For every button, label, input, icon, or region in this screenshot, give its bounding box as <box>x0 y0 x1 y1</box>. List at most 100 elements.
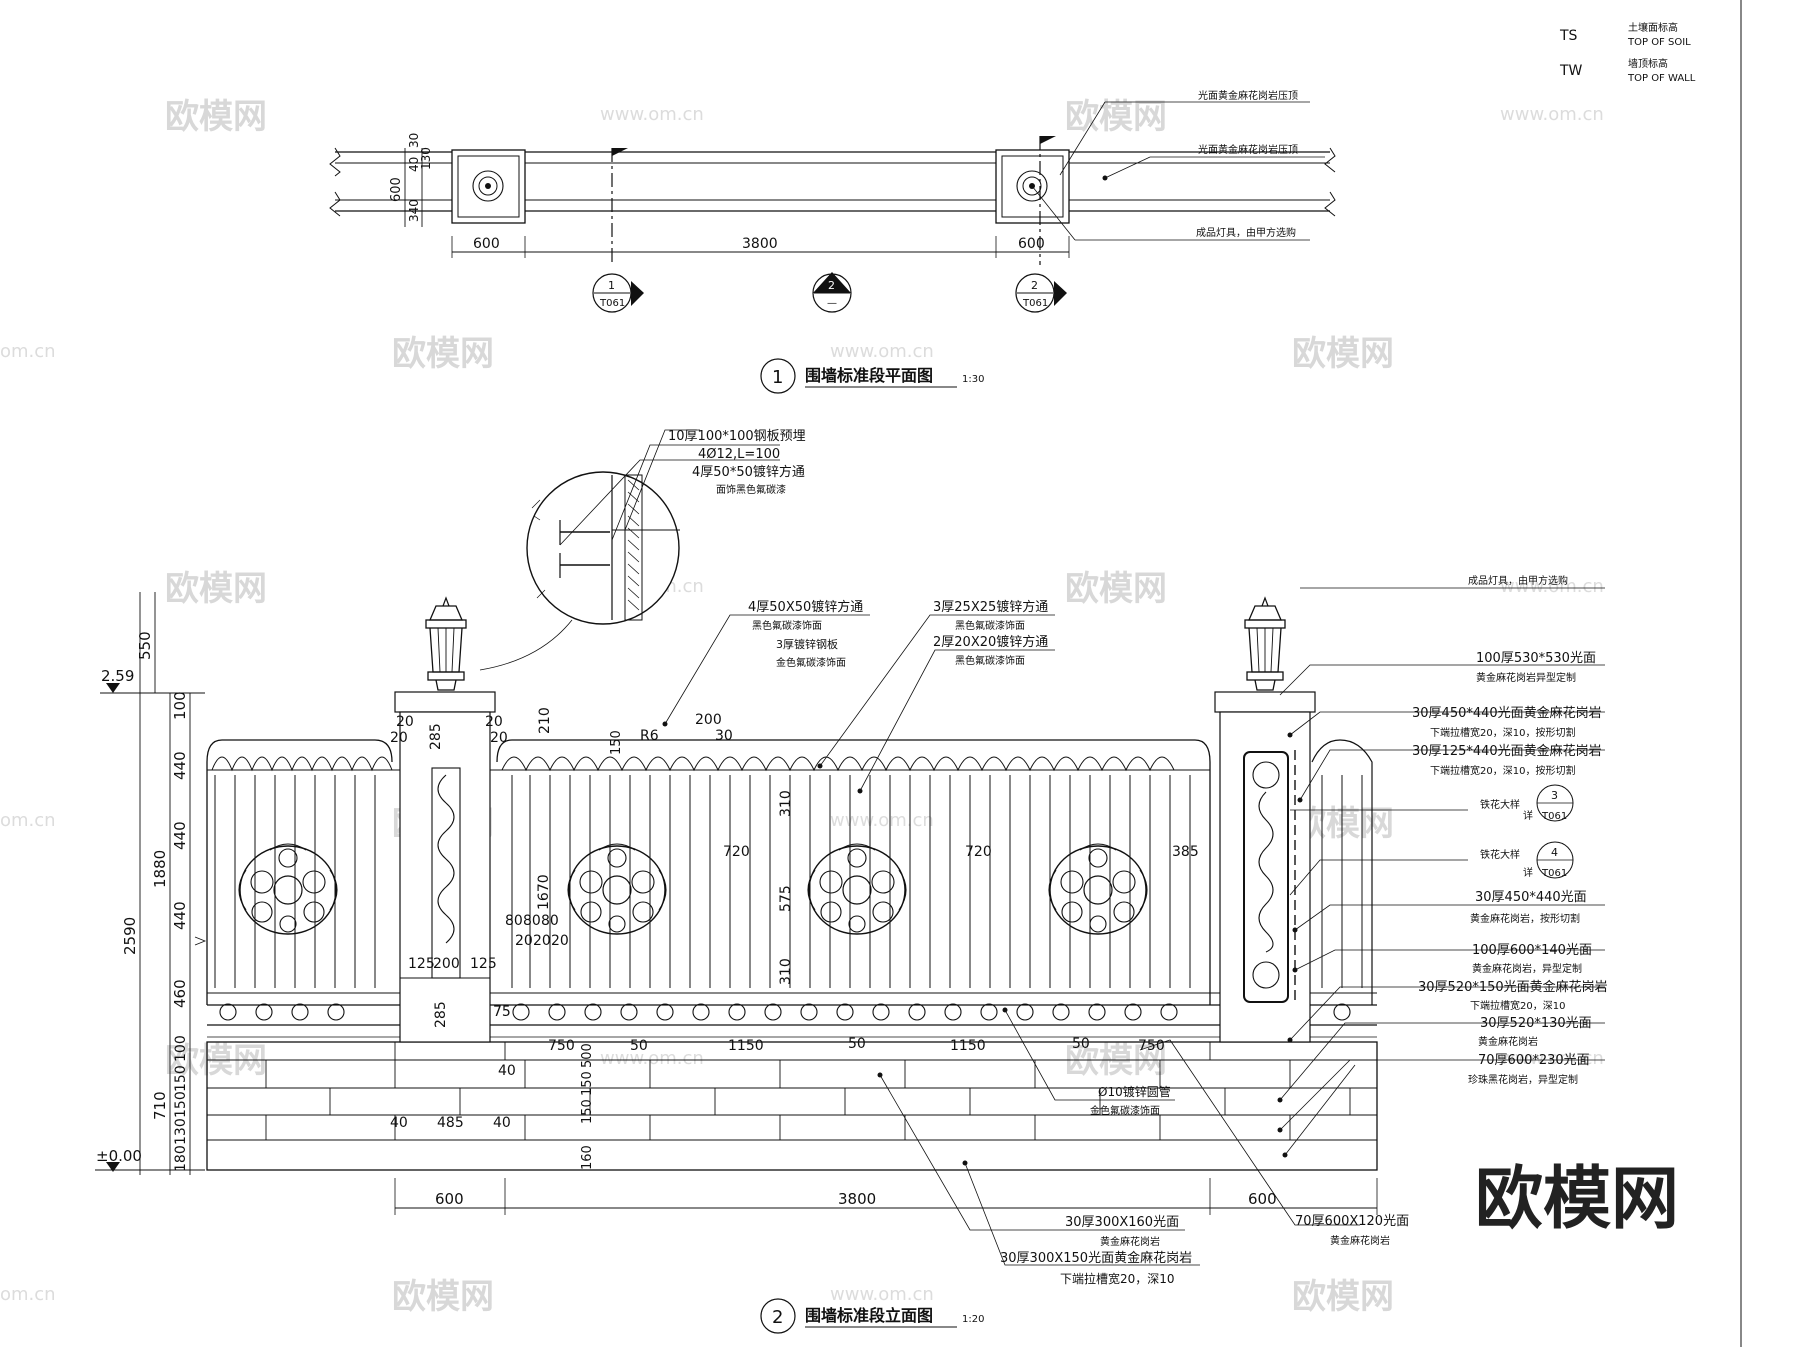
plan-title: 1 围墙标准段平面图 1:30 <box>760 358 984 394</box>
plan-view: 600 3800 600 600 40 130 340 30 光面黄金麻花岗岩压… <box>329 89 1336 394</box>
drawing-label: 160 <box>580 1145 595 1170</box>
elevation-title: 2 围墙标准段立面图 1:20 <box>760 1298 984 1334</box>
drawing-label: 310 <box>778 790 794 817</box>
drawing-label: 1150 <box>728 1038 764 1054</box>
drawing-label: 4厚50X50镀锌方通 <box>748 599 863 615</box>
drawing-label: 黄金麻花岗岩异型定制 <box>1476 671 1576 684</box>
plan-callout-lamp: 成品灯具，由甲方选购 <box>1196 226 1296 239</box>
drawing-label: 80 <box>541 913 559 929</box>
watermark-logo: 欧模网 <box>1292 334 1394 374</box>
dim-100: 100 <box>171 691 189 720</box>
drawing-label: 125 <box>408 956 435 972</box>
drawing-label: ±0.00 <box>96 1147 142 1165</box>
elevation-callouts-top: 4厚50X50镀锌方通 黑色氟碳漆饰面 3厚镀锌钢板 金色氟碳漆饰面 3厚25X… <box>662 599 1055 794</box>
drawing-label: 70厚600X120光面 <box>1295 1214 1409 1229</box>
drawing-label: — <box>827 298 837 309</box>
plan-dim-600-vertical: 600 <box>389 177 404 202</box>
drawing-label: 1 <box>772 367 783 388</box>
drawing-label: 20 <box>396 714 414 730</box>
drawing-label: 铁花大样 <box>1480 848 1520 861</box>
drawing-label: 125 <box>470 956 497 972</box>
drawing-label: 成品灯具，由甲方选购 <box>1468 574 1568 587</box>
dim-440: 440 <box>171 821 189 850</box>
watermark-url: www.om.cn <box>1500 104 1604 125</box>
drawing-label: 30厚125*440光面黄金麻花岗岩 <box>1412 743 1602 759</box>
dim-1880: 1880 <box>151 850 169 888</box>
detail-label-finish: 面饰黑色氟碳漆 <box>716 483 786 496</box>
drawing-label: T061 <box>1022 298 1048 309</box>
watermark-url: www.om.cn <box>1500 576 1604 597</box>
dim-3800: 3800 <box>838 1190 876 1208</box>
drawing-label: 385 <box>1172 844 1199 860</box>
watermark-logo: 欧模网 <box>1065 569 1167 609</box>
drawing-label: 3厚镀锌钢板 <box>776 637 838 651</box>
drawing-label: 50 <box>848 1036 866 1052</box>
fence-right-segment <box>1311 739 1373 1005</box>
drawing-label: 210 <box>537 707 553 734</box>
drawing-label: 200 <box>433 956 460 972</box>
drawing-label: 20 <box>533 933 551 949</box>
drawing-label: 150 <box>580 1099 595 1124</box>
watermark-logo: 欧模网 <box>165 97 267 137</box>
drawing-label: 黄金麻花岗岩 <box>1100 1235 1160 1248</box>
dim-130: 130 <box>173 1118 189 1145</box>
legend-code-ts: TS <box>1559 28 1578 44</box>
drawing-label: 2.59 <box>101 667 134 685</box>
detail-circle: 10厚100*100钢板预埋 4Ø12,L=100 4厚50*50镀锌方通 面饰… <box>479 429 806 671</box>
drawing-label: 310 <box>778 958 794 985</box>
drawing-label: 黄金麻花岗岩，异型定制 <box>1472 962 1582 975</box>
drawing-label: 1670 <box>536 874 552 910</box>
plan-dim-stack: 30 <box>407 133 421 148</box>
drawing-label: 黑色氟碳漆饰面 <box>955 619 1025 632</box>
dim-150: 150 <box>173 1091 189 1118</box>
plan-dim-600-right: 600 <box>1018 236 1045 252</box>
drawing-label: 20 <box>485 714 503 730</box>
dim-460: 460 <box>171 979 189 1008</box>
plan-callout-coping-1: 光面黄金麻花岗岩压顶 <box>1198 89 1298 102</box>
drawing-label: 20 <box>490 730 508 746</box>
drawing-label: 30厚520*130光面 <box>1480 1016 1592 1031</box>
drawing-label: 30厚450*440光面 <box>1475 890 1587 905</box>
dim-180: 180 <box>173 1145 189 1172</box>
drawing-label: 200 <box>695 712 722 728</box>
drawing-label: 40 <box>390 1115 408 1131</box>
drawing-label: 下端拉槽宽20，深10 <box>1470 999 1565 1012</box>
drawing-label: 500 <box>580 1043 595 1068</box>
watermark-logo: 欧模网 <box>392 1277 494 1317</box>
drawing-label: 黑色氟碳漆饰面 <box>955 654 1025 667</box>
drawing-label: 30厚450*440光面黄金麻花岗岩 <box>1412 705 1602 721</box>
dim-2590: 2590 <box>121 917 139 955</box>
level-top: 2.59 <box>100 667 205 694</box>
drawing-label: 下端拉槽宽20，深10 <box>1060 1271 1175 1286</box>
section-marker-2: 2 — <box>812 272 852 313</box>
watermark-logo: 欧模网 <box>165 569 267 609</box>
detail-label-rebar: 4Ø12,L=100 <box>698 447 780 462</box>
legend-en-ts: TOP OF SOIL <box>1627 37 1691 48</box>
watermark-logo: 欧模网 <box>1065 97 1167 137</box>
drawing-label: 20 <box>515 933 533 949</box>
drawing-label: 80 <box>505 913 523 929</box>
plan-pier-left <box>451 149 526 224</box>
section-marker-1: 1 T061 <box>592 273 644 313</box>
elevation-inner-dims: 20 20 285 20 20 210 150 200 R6 30 310 72… <box>390 707 1199 1170</box>
drawing-label: 金色氟碳漆饰面 <box>776 656 846 669</box>
legend-code-tw: TW <box>1559 63 1583 79</box>
drawing-label: 围墙标准段立面图 <box>805 1306 933 1325</box>
watermark-logo: 欧模网 <box>1065 1041 1167 1081</box>
dim-600: 600 <box>1248 1190 1277 1208</box>
watermark-url: www.om.cn <box>1500 1048 1604 1069</box>
plan-dim-600-left: 600 <box>473 236 500 252</box>
dim-150: 150 <box>173 1065 189 1092</box>
elevation-view: 2.59 ±0.00 550 2590 1880 710 100 440 440… <box>95 574 1608 1334</box>
drawing-label: 下端拉槽宽20，深10，按形切割 <box>1430 764 1575 777</box>
drawing-label: 150 <box>609 730 624 755</box>
drawing-label: Ø10镀锌圆管 <box>1098 1084 1171 1099</box>
watermark-url: www.om.cn <box>830 810 934 831</box>
legend: TS 土壤面标高 TOP OF SOIL TW 墙顶标高 TOP OF WALL <box>1559 0 1742 1347</box>
drawing-label: 下端拉槽宽20，深10，按形切割 <box>1430 726 1575 739</box>
plan-dim-stack: 130 <box>419 147 433 170</box>
detail-label-plate: 10厚100*100钢板预埋 <box>668 429 806 444</box>
pier-right <box>1214 597 1316 1043</box>
drawing-label: 2厚20X20镀锌方通 <box>933 634 1048 650</box>
drawing-label: 30 <box>715 728 733 744</box>
